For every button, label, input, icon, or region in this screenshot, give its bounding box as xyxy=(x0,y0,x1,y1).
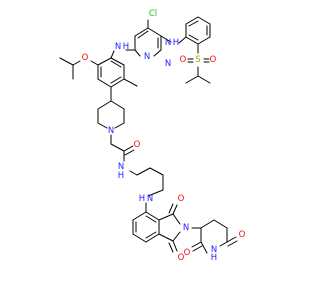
bond xyxy=(185,36,199,45)
bond xyxy=(124,149,135,156)
bond xyxy=(172,231,181,242)
amide-hydrogen: H xyxy=(118,171,124,181)
bond xyxy=(185,75,199,84)
bond xyxy=(172,204,178,215)
bond xyxy=(197,75,211,84)
linker-hydrogen: H xyxy=(139,194,145,204)
glutarimide-oxygen-top: O xyxy=(239,230,246,240)
bond xyxy=(110,143,125,152)
bond xyxy=(200,219,215,229)
bond xyxy=(97,57,112,66)
glutarimide-oxygen-bottom: O xyxy=(184,248,191,258)
bond xyxy=(145,233,160,243)
bond xyxy=(145,231,157,239)
bond xyxy=(59,57,74,66)
bond xyxy=(72,60,81,66)
bond xyxy=(145,211,160,221)
bond xyxy=(227,240,238,247)
amine-hydrogen-left: H xyxy=(123,42,129,52)
bond xyxy=(132,233,147,243)
bond xyxy=(213,219,228,229)
bond xyxy=(97,100,112,110)
bond xyxy=(134,49,141,57)
amine-nitrogen-right: N xyxy=(165,38,171,48)
imide-nitrogen: N xyxy=(183,223,189,233)
bond xyxy=(191,241,202,248)
amide-nitrogen: N xyxy=(118,162,124,172)
glutarimide-nitrogen: N xyxy=(211,245,217,255)
bond xyxy=(97,122,108,129)
piperidine-nitrogen: N xyxy=(108,126,114,136)
imide-oxygen-bottom: O xyxy=(178,253,185,263)
sulfonyl-sulfur: S xyxy=(195,55,200,65)
bond xyxy=(132,211,147,221)
linker-nitrogen: N xyxy=(147,194,153,204)
imide-oxygen-top: O xyxy=(178,194,185,204)
amine-nitrogen-left: N xyxy=(115,42,121,52)
bond xyxy=(192,245,203,252)
bond xyxy=(188,20,199,27)
canvas-background xyxy=(0,0,300,300)
bond xyxy=(136,167,151,176)
bond xyxy=(219,241,228,247)
bond xyxy=(178,36,187,44)
molecule-structure-drawing: Cl N N N H N H S O O O N O N H N H O N O… xyxy=(0,0,300,300)
sulfonyl-oxygen-right: O xyxy=(210,55,217,65)
bond xyxy=(158,233,174,242)
pyrimidine-nitrogen-top: N xyxy=(144,52,150,62)
bond xyxy=(153,49,162,57)
bond xyxy=(197,36,211,45)
bond xyxy=(226,236,237,243)
bond xyxy=(188,34,199,41)
bond xyxy=(137,30,149,39)
atom-label-layer: Cl N N N H N H S O O O N O N H N H O N O… xyxy=(82,9,246,263)
bond xyxy=(200,241,208,254)
sulfonyl-oxygen-left: O xyxy=(180,55,187,65)
bond xyxy=(168,203,174,214)
bond xyxy=(158,213,174,221)
amine-hydrogen-right: H xyxy=(173,38,179,48)
pyrimidine-nitrogen-bottom: N xyxy=(165,59,171,69)
bond xyxy=(110,50,115,59)
bond xyxy=(197,16,211,25)
bond xyxy=(114,122,125,129)
bond xyxy=(147,27,162,37)
bond xyxy=(123,145,134,152)
glutarimide-hydrogen: H xyxy=(211,253,217,263)
ether-oxygen: O xyxy=(82,53,89,63)
bond xyxy=(172,240,178,252)
bond-layer xyxy=(59,16,238,254)
bond xyxy=(168,242,174,253)
bond xyxy=(147,189,164,197)
chlorine-atom: Cl xyxy=(149,9,157,19)
amide-oxygen: O xyxy=(134,140,141,150)
bond xyxy=(160,35,172,43)
bond xyxy=(149,167,164,176)
bond xyxy=(110,57,125,66)
bond xyxy=(134,27,149,37)
bond xyxy=(110,78,125,88)
bond xyxy=(110,100,125,110)
bond xyxy=(185,16,199,25)
bond xyxy=(97,78,112,88)
bond xyxy=(110,76,122,84)
bond xyxy=(123,78,138,87)
bond xyxy=(110,60,122,68)
bond xyxy=(145,215,157,223)
bond xyxy=(172,213,181,225)
bond xyxy=(90,60,99,66)
bond xyxy=(129,170,138,176)
